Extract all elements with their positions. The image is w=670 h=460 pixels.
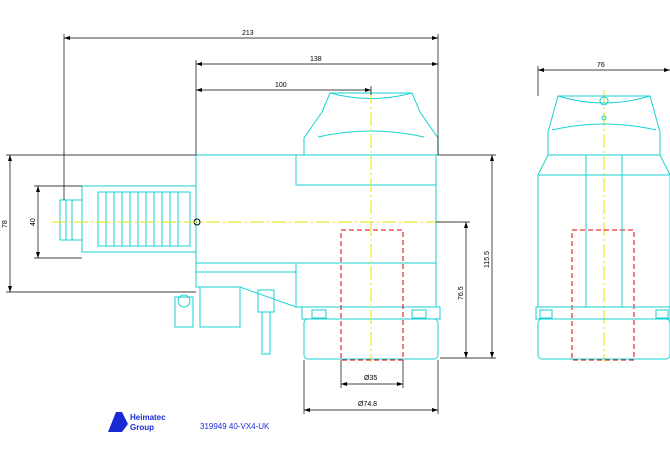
spindle-housing xyxy=(81,185,197,253)
dim-40: 40 xyxy=(30,218,37,226)
side-view xyxy=(535,95,670,360)
logo-line1: Heimatec xyxy=(130,413,166,422)
hidden-lines xyxy=(340,229,635,361)
part-number: 319949 40-VX4-UK xyxy=(200,422,270,431)
dim-213: 213 xyxy=(242,30,254,37)
bellows xyxy=(97,191,191,247)
dim-100: 100 xyxy=(275,82,287,89)
main-body xyxy=(195,154,437,264)
dim-138: 138 xyxy=(310,56,322,63)
top-block xyxy=(295,154,437,186)
dim-115-5: 115.5 xyxy=(484,251,491,268)
dim-78: 78 xyxy=(2,220,9,228)
logo-line2: Group xyxy=(130,423,154,432)
collet-nose xyxy=(59,199,83,241)
side-base xyxy=(535,306,670,320)
centerlines xyxy=(52,90,605,362)
brand-logo: Heimatec Group xyxy=(108,412,166,432)
dim-76-5: 76.5 xyxy=(458,286,465,300)
dimensions: 213 138 100 76 78 40 xyxy=(2,30,670,414)
coolant-fitting xyxy=(174,296,194,328)
lube-nipple xyxy=(257,289,275,313)
lower-body xyxy=(195,263,437,308)
front-view xyxy=(59,92,441,360)
dim-dia-35: Ø35 xyxy=(364,375,377,382)
dim-76: 76 xyxy=(597,62,605,69)
dim-dia-74-8: Ø74.8 xyxy=(358,401,377,408)
